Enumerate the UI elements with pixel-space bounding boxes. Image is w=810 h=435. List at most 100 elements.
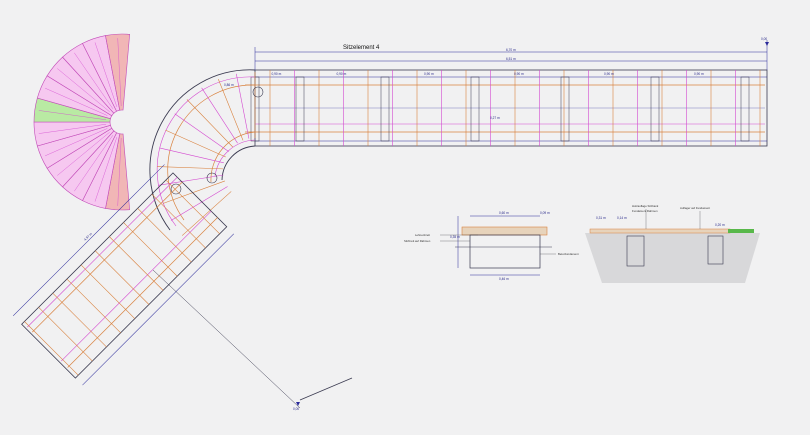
- drawing-title: Sitzelement 4: [343, 45, 380, 51]
- end-marker-label: 0,00: [293, 407, 299, 411]
- diagonal-slat: [38, 307, 93, 362]
- radial-slat: [236, 73, 250, 139]
- section-b-left-label: 0,31 m: [596, 216, 606, 220]
- diag-orange-rail-2: [67, 217, 218, 368]
- second-dimension-label: 6,51 m: [506, 57, 516, 61]
- fan-wedge-guide: [94, 137, 118, 202]
- fan-wedge-guide: [117, 137, 122, 206]
- curve-orange-rail-2: [210, 131, 256, 183]
- curve-inner-edge-2: [214, 139, 256, 177]
- section-a-height-label: 0,35 m: [450, 235, 460, 239]
- diagonal-slats: [24, 179, 220, 376]
- post: [295, 76, 305, 142]
- grass-strip: [728, 229, 754, 233]
- diagonal-slat: [137, 208, 192, 263]
- end-marker-arrow: [296, 402, 300, 406]
- diagonal-slat: [24, 321, 79, 376]
- post: [650, 76, 660, 142]
- post: [470, 76, 480, 142]
- annotation-a2: Sitzbrett auf Rahmen: [404, 239, 431, 243]
- bench-plan: 4,97 m 0,00 Sitzelement 4 6,70 m 6,51 m …: [13, 37, 769, 411]
- annotation-b1: Holzauflage Sitzbank: [632, 204, 659, 208]
- bay-dimensions: 0,90 m 0,90 m 0,90 m 0,90 m 0,90 m 0,90 m: [272, 72, 705, 76]
- radial-slat: [174, 113, 229, 152]
- radial-slat: [201, 87, 238, 144]
- section-a-seat: [461, 226, 548, 236]
- curve-orange-rail: [167, 84, 256, 221]
- fixing-hole: [206, 172, 218, 184]
- radial-slat: [218, 79, 244, 141]
- post: [560, 76, 570, 142]
- diagonal-slat: [123, 222, 178, 277]
- diag-end-line: [299, 377, 353, 401]
- bay-dimension-label: 0,90 m: [424, 72, 434, 76]
- diag-dimension-label: 4,97 m: [83, 232, 93, 242]
- fan-wedge-guide: [94, 42, 118, 107]
- radial-slat: [157, 166, 224, 170]
- radial-slat: [162, 180, 226, 204]
- diagonal-slat: [165, 179, 220, 235]
- fan-wedge-guide: [117, 38, 122, 107]
- section-a-bottom-label: 0,46 m: [499, 277, 509, 281]
- annotation-a1: Lehnenbrett: [415, 233, 430, 237]
- radial-slat: [181, 191, 232, 236]
- fan-wedge-guide: [45, 128, 108, 157]
- diagonal-slat: [80, 264, 136, 319]
- curve-outer-edge-2: [156, 76, 256, 227]
- diagonal-slat: [151, 193, 206, 249]
- annotation-b2: Fundament Rahmen: [632, 209, 658, 213]
- diagonal-slat: [66, 278, 121, 334]
- section-b-excavation: [585, 233, 760, 283]
- section-a-body: [469, 234, 541, 269]
- foundation-right: [707, 235, 724, 265]
- diag-dimension-line-2: [82, 233, 234, 386]
- section-b-plank: [589, 228, 731, 234]
- fan-wedge-guide: [74, 52, 114, 109]
- post: [740, 76, 750, 142]
- fixing-hole: [252, 86, 264, 98]
- bay-dimension-label: 0,90 m: [514, 72, 524, 76]
- radial-slat: [170, 186, 228, 221]
- end-marker-label-top: 0,00: [761, 37, 767, 41]
- curve-outer-edge: [149, 69, 256, 231]
- diag-magenta-rail: [61, 210, 212, 362]
- fan-wedge-guide: [74, 135, 114, 192]
- annotation-b3: Auflager auf Fundament: [680, 206, 710, 210]
- diagonal-slat: [109, 236, 164, 291]
- annotation-a3: Betonfundament: [558, 252, 579, 256]
- bend-dimension-label: 0,86 m: [224, 83, 234, 87]
- depth-dimension-label: 0,27 m: [490, 116, 500, 120]
- radial-slat: [159, 147, 224, 164]
- diag-axis-line: [152, 269, 301, 409]
- fan-wedge-guide: [38, 124, 107, 134]
- fixing-hole: [170, 183, 182, 195]
- bay-dimension-label: 0,90 m: [604, 72, 614, 76]
- radial-slat: [186, 99, 233, 148]
- section-a-small-label: 0,09 m: [540, 211, 550, 215]
- bay-dimension-label: 0,90 m: [694, 72, 704, 76]
- end-marker-arrow-top: [765, 42, 769, 46]
- radial-slat: [165, 129, 226, 158]
- curve-inner-edge: [221, 145, 256, 181]
- bay-dimension-label: 0,90 m: [337, 72, 347, 76]
- section-b-mid-label: 0,14 m: [617, 216, 627, 220]
- bay-dimension-label: 0,90 m: [272, 72, 282, 76]
- diag-dimension-line: [13, 164, 165, 317]
- section-a: 0,60 m 0,09 m 0,46 m 0,35 m Lehnenbrett …: [404, 211, 579, 281]
- straight-slats: [250, 70, 761, 146]
- diagonal-slat: [94, 250, 150, 305]
- fan-wedge-guide: [57, 68, 110, 112]
- diagonal-section-outline: [21, 172, 228, 379]
- fan-seat-layout: [33, 33, 130, 211]
- curve-slats: [157, 72, 256, 236]
- foundation-left: [626, 235, 645, 267]
- diagonal-slat: [52, 292, 107, 348]
- fan-wedge: [105, 33, 130, 111]
- diag-magenta-rail-2: [27, 177, 178, 328]
- section-a-width-label: 0,60 m: [499, 211, 509, 215]
- section-b-right-label: 0,20 m: [715, 223, 725, 227]
- diag-orange-rail: [32, 181, 183, 333]
